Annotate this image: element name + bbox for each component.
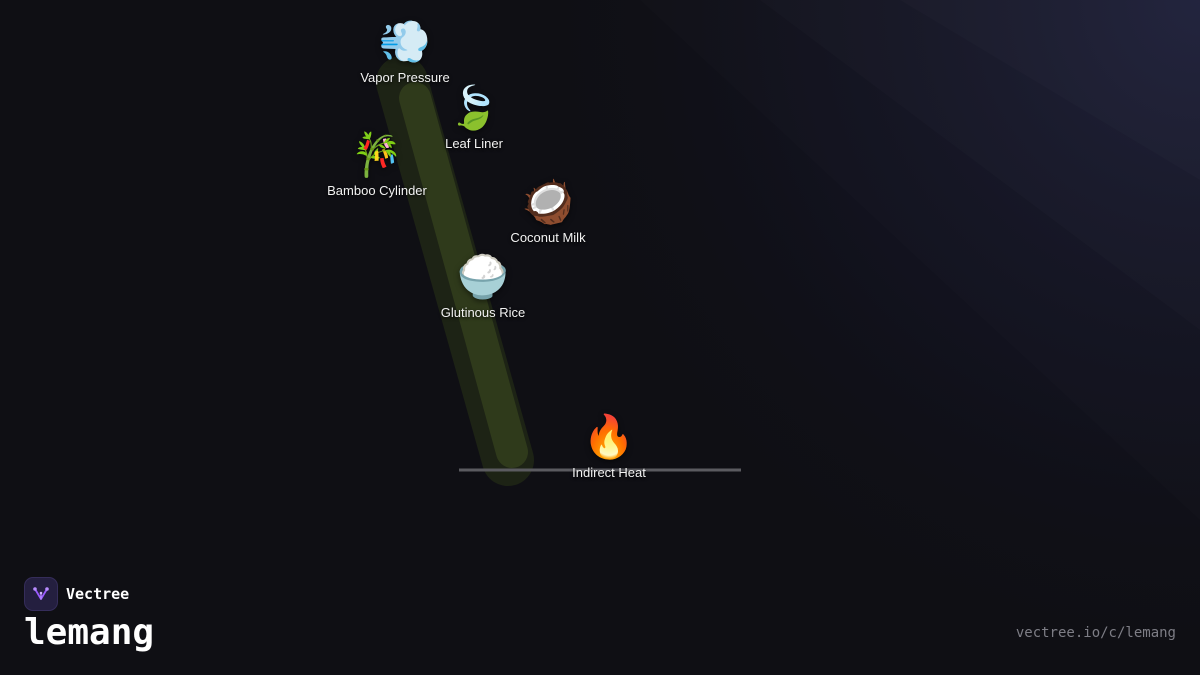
node-glutinous-rice[interactable]: 🍚 Glutinous Rice — [441, 252, 526, 321]
node-leaf-liner[interactable]: 🍃 Leaf Liner — [445, 83, 503, 152]
brand[interactable]: Vectree — [24, 577, 129, 611]
rice-bowl-icon: 🍚 — [456, 252, 510, 301]
dash-wind-icon: 💨 — [378, 17, 432, 66]
node-label: Vapor Pressure — [360, 70, 450, 85]
node-coconut-milk[interactable]: 🥥 Coconut Milk — [510, 177, 585, 246]
node-label: Glutinous Rice — [440, 305, 526, 320]
vectree-logo-icon — [24, 577, 58, 611]
fire-icon: 🔥 — [582, 412, 636, 461]
node-label: Coconut Milk — [510, 230, 586, 245]
node-vapor-pressure[interactable]: 💨 Vapor Pressure — [360, 17, 449, 86]
brand-name: Vectree — [66, 585, 130, 603]
node-indirect-heat[interactable]: 🔥 Indirect Heat — [572, 412, 646, 481]
stem — [399, 82, 528, 468]
node-label: Bamboo Cylinder — [327, 183, 427, 198]
page-url[interactable]: vectree.io/c/lemang — [1015, 625, 1176, 641]
bamboo-icon: 🎋 — [350, 130, 404, 179]
coconut-icon: 🥥 — [521, 177, 575, 226]
node-label: Indirect Heat — [572, 465, 646, 480]
page-title: lemang — [24, 612, 155, 653]
node-bamboo-cylinder[interactable]: 🎋 Bamboo Cylinder — [327, 130, 427, 199]
leaf-icon: 🍃 — [447, 83, 501, 132]
node-label: Leaf Liner — [445, 136, 503, 151]
